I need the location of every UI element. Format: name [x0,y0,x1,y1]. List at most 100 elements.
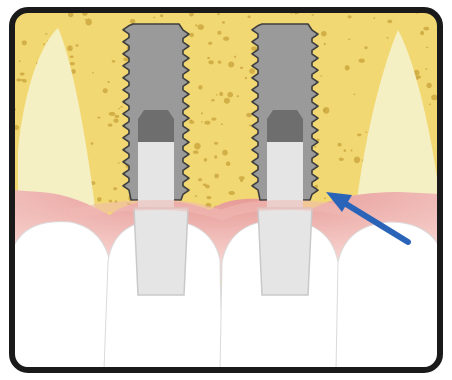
bone-pore [214,155,217,158]
bone-pore [109,112,116,116]
bone-pore [373,17,375,19]
bone-pore [112,60,116,63]
bone-pore [206,196,211,199]
bone-pore [240,179,243,182]
bone-pore [321,31,327,37]
bone-pore [359,59,365,63]
natural-tooth-left [12,222,110,370]
bone-pore [92,72,94,74]
bone-pore [353,94,355,95]
bone-pore [203,184,207,187]
bone-pore [103,88,108,93]
bone-pore [240,67,243,69]
bone-pore [426,47,428,48]
bone-pore [248,15,251,18]
bone-pore [121,106,123,108]
diagram-clip-group [12,9,440,370]
bone-pore [195,195,197,197]
bone-pore [208,42,212,45]
bone-pore [115,115,120,118]
natural-tooth-right [336,222,440,370]
bone-pore [22,40,27,45]
bone-pore [221,123,223,125]
bone-pore [195,24,197,26]
bone-pore [429,104,431,106]
bone-pore [312,14,314,16]
bone-pore [204,121,210,125]
bone-pore [153,17,155,19]
bone-pore [431,95,438,101]
bone-pore [208,60,214,64]
bone-pore [354,157,360,164]
bone-pore [222,21,225,24]
bone-pore [193,150,199,154]
bone-pore [386,37,388,39]
bone-pore [344,149,347,152]
abutment-post [267,142,303,210]
bone-pore [348,39,350,40]
bone-pore [189,33,194,37]
bone-pore [291,13,293,14]
bone-pore [324,197,326,199]
bone-pore [201,112,203,114]
bone-pore [109,200,112,203]
bone-pore [338,143,342,147]
bone-pore [339,158,344,161]
abutment-post [138,142,174,210]
bone-pore [198,178,202,181]
bone-pore [91,142,94,145]
bone-pore [246,113,252,117]
bone-pore [223,37,229,41]
bone-pore [425,68,427,69]
bone-pore [70,62,75,65]
bone-pore [216,94,218,96]
bone-pore [130,19,136,24]
bone-pore [160,14,163,17]
bone-pore [207,57,210,59]
bone-pore [227,92,233,98]
bone-pore [423,27,429,31]
bone-pore [211,117,216,120]
bone-pore [314,146,316,148]
bone-pore [97,117,100,119]
bone-pore [204,158,207,162]
bone-pore [420,31,424,35]
bone-pore [97,197,102,202]
bone-pore [214,174,219,179]
bone-pore [201,121,203,123]
bone-pore [323,107,330,114]
bone-pore [249,68,255,74]
bone-pore [19,60,21,62]
bone-pore [237,95,239,97]
bone-pore [108,124,113,127]
bone-pore [211,99,215,101]
bone-pore [113,119,118,123]
bone-pore [219,92,223,96]
bone-pore [70,56,74,59]
bone-pore [113,187,117,190]
abutment-right [258,208,312,295]
bone-pore [320,75,322,76]
bone-pore [228,191,235,195]
bone-pore [350,150,352,152]
bone-pore [222,150,228,156]
bone-pore [387,20,392,24]
bone-pore [224,98,230,104]
bone-pore [364,46,367,49]
bone-pore [194,143,201,150]
bone-pore [348,15,352,18]
implant-right [252,24,318,210]
bone-pore [76,44,79,47]
bone-pore [16,78,21,81]
bone-pore [197,24,204,30]
bone-pore [85,19,87,20]
bone-pore [234,56,236,58]
bone-pore [217,31,221,35]
bone-pore [357,134,361,137]
bone-pore [21,79,23,81]
bone-pore [426,83,431,89]
implant-left [123,24,189,210]
bone-pore [345,65,350,70]
